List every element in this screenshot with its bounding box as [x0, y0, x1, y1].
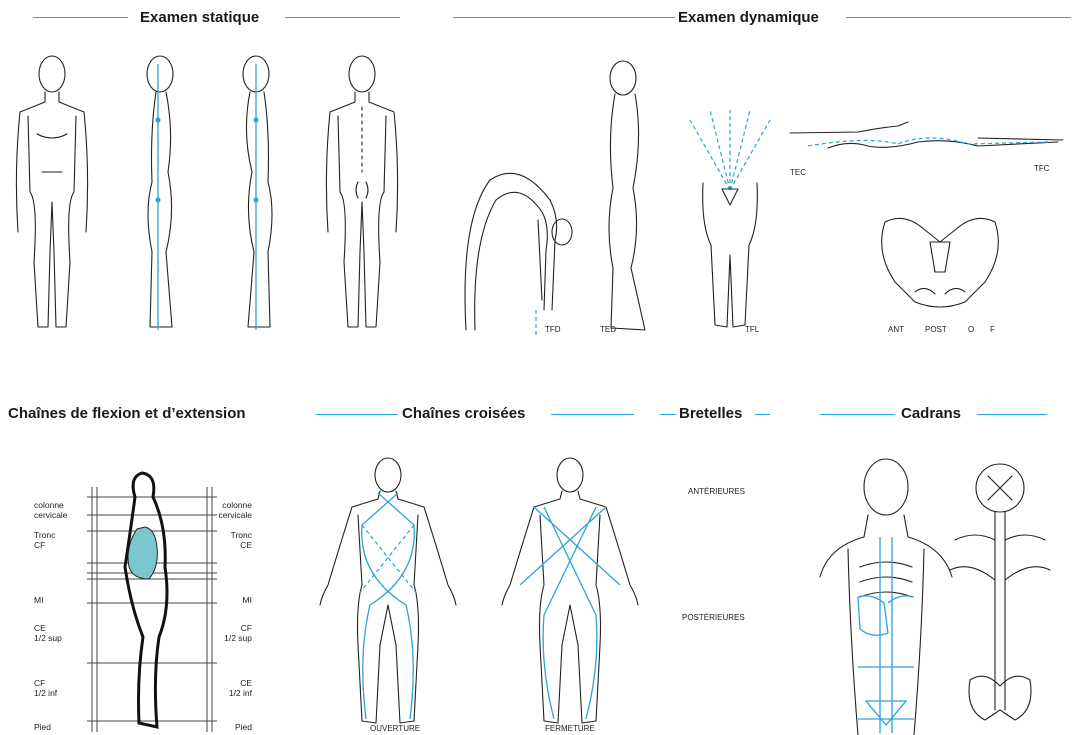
chain-label-left: CE 1/2 sup — [34, 623, 94, 643]
chain-label-left: Tronc CF — [34, 530, 94, 550]
title-rule — [551, 414, 634, 415]
static-front-figure — [12, 52, 92, 332]
label-post: POST — [925, 325, 947, 334]
chain-label-left: CF 1/2 inf — [34, 678, 94, 698]
chain-label-right: Tronc CE — [196, 530, 252, 550]
dials-front-figure — [818, 457, 953, 735]
label-closing: FERMETURE — [545, 724, 595, 733]
section-title-dynamic: Examen dynamique — [678, 9, 819, 26]
title-rule — [660, 414, 676, 415]
label-ant: ANT — [888, 325, 904, 334]
chain-label-right: CF 1/2 sup — [196, 623, 252, 643]
label-ted: TED — [600, 325, 616, 334]
title-rule — [316, 414, 398, 415]
section-title-dials: Cadrans — [901, 405, 961, 422]
title-rule — [977, 414, 1047, 415]
title-rule — [820, 414, 895, 415]
title-rule — [453, 17, 675, 18]
title-rule — [285, 17, 400, 18]
chain-label-left: Pied — [34, 722, 94, 732]
crossed-chain-opening-figure — [318, 455, 458, 730]
label-posterior: POSTÉRIEURES — [682, 613, 745, 622]
chain-label-left: colonne cervicale — [34, 500, 94, 520]
label-tfd: TFD — [545, 325, 561, 334]
chain-label-right: colonne cervicale — [196, 500, 252, 520]
section-title-chains: Chaînes de flexion et d’extension — [8, 405, 246, 422]
label-anterior: ANTÉRIEURES — [688, 487, 745, 496]
chain-label-right: MI — [196, 595, 252, 605]
extension-figure — [595, 58, 665, 333]
static-back-figure — [322, 52, 402, 332]
label-opening: OUVERTURE — [370, 724, 420, 733]
section-title-crossed: Chaînes croisées — [402, 405, 525, 422]
static-side-right-figure — [228, 52, 288, 332]
static-side-left-figure — [132, 52, 192, 332]
chain-label-left: MI — [34, 595, 94, 605]
label-tec: TEC — [790, 168, 806, 177]
label-tfc: TFC — [1034, 164, 1050, 173]
lying-figure — [788, 118, 1068, 168]
label-f: F — [990, 325, 995, 334]
forward-flexion-figure — [460, 160, 580, 340]
lateral-flexion-figure — [685, 105, 775, 335]
label-o: O — [968, 325, 974, 334]
title-rule — [33, 17, 128, 18]
title-rule — [846, 17, 1071, 18]
label-tfl: TFL — [745, 325, 759, 334]
dials-back-skeleton-figure — [945, 460, 1055, 735]
title-rule — [755, 414, 770, 415]
section-title-straps: Bretelles — [679, 405, 742, 422]
chain-label-right: CE 1/2 inf — [196, 678, 252, 698]
crossed-chain-closing-figure — [500, 455, 640, 730]
pelvis-figure — [875, 212, 1005, 312]
section-title-static: Examen statique — [140, 9, 259, 26]
chain-label-right: Pied — [196, 722, 252, 732]
